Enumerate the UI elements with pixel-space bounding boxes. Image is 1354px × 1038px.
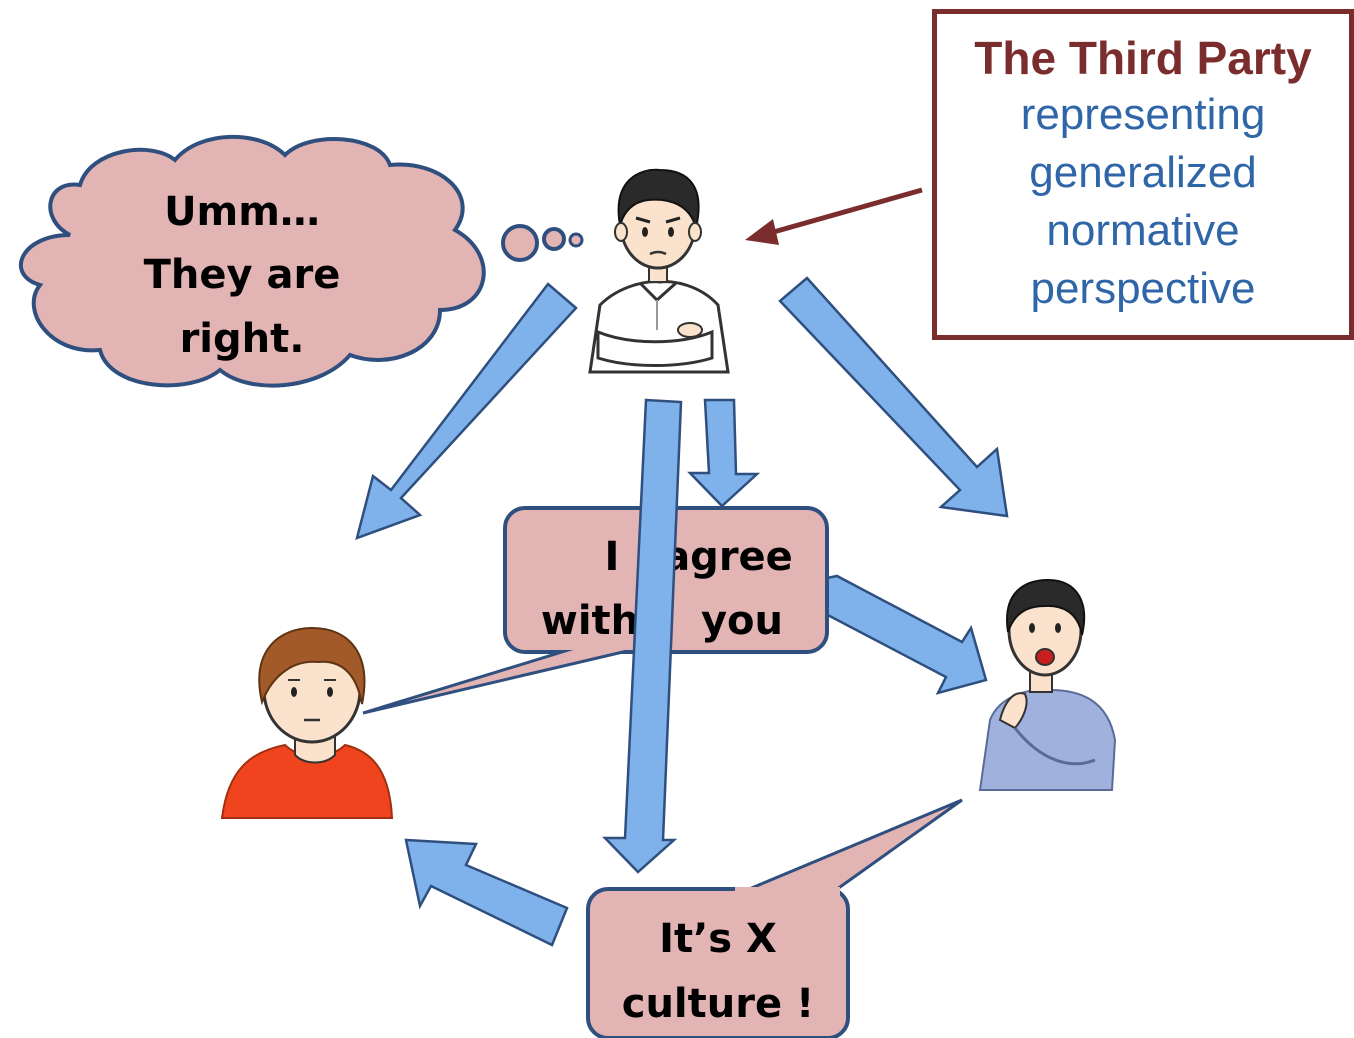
- left-person-icon: [220, 626, 394, 819]
- arrow-third-party-to-culture-bubble: [602, 398, 683, 874]
- speech-bubble-culture: It’s X culture !: [586, 798, 963, 1038]
- third-party-title: The Third Party: [974, 32, 1312, 84]
- arrow-third-party-to-left-person: [355, 282, 578, 540]
- third-party-desc-line-3: normative: [1046, 206, 1240, 255]
- arrow-third-party-to-agree-bubble: [687, 398, 761, 508]
- arrow-culture-bubble-to-left-person: [404, 838, 569, 947]
- thought-line-3: right.: [180, 316, 305, 362]
- right-person-icon: [978, 578, 1117, 791]
- agree-word-you: you: [701, 598, 783, 644]
- arrow-agree-bubble-to-right-person: [820, 574, 988, 695]
- culture-line-2: culture !: [622, 981, 815, 1027]
- speech-bubble-agree: I agree with you: [362, 506, 829, 715]
- third-party-desc-line-1: representing: [1020, 90, 1266, 139]
- agree-word-i: I: [605, 534, 620, 580]
- third-party-desc-line-4: perspective: [1030, 264, 1256, 313]
- agree-word-with: with: [541, 598, 639, 644]
- third-party-pointer-arrow: [745, 187, 923, 245]
- third-party-person-icon: [588, 168, 730, 374]
- agree-word-agree: agree: [663, 534, 793, 580]
- thought-cloud: Umm… They are right.: [19, 134, 584, 388]
- thought-line-2: They are: [144, 252, 341, 298]
- third-party-desc-line-2: generalized: [1029, 148, 1257, 197]
- culture-line-1: It’s X: [659, 916, 777, 962]
- arrow-third-party-to-right-person: [778, 276, 1009, 518]
- third-party-box: The Third Party representing generalized…: [932, 9, 1354, 340]
- thought-line-1: Umm…: [164, 189, 320, 235]
